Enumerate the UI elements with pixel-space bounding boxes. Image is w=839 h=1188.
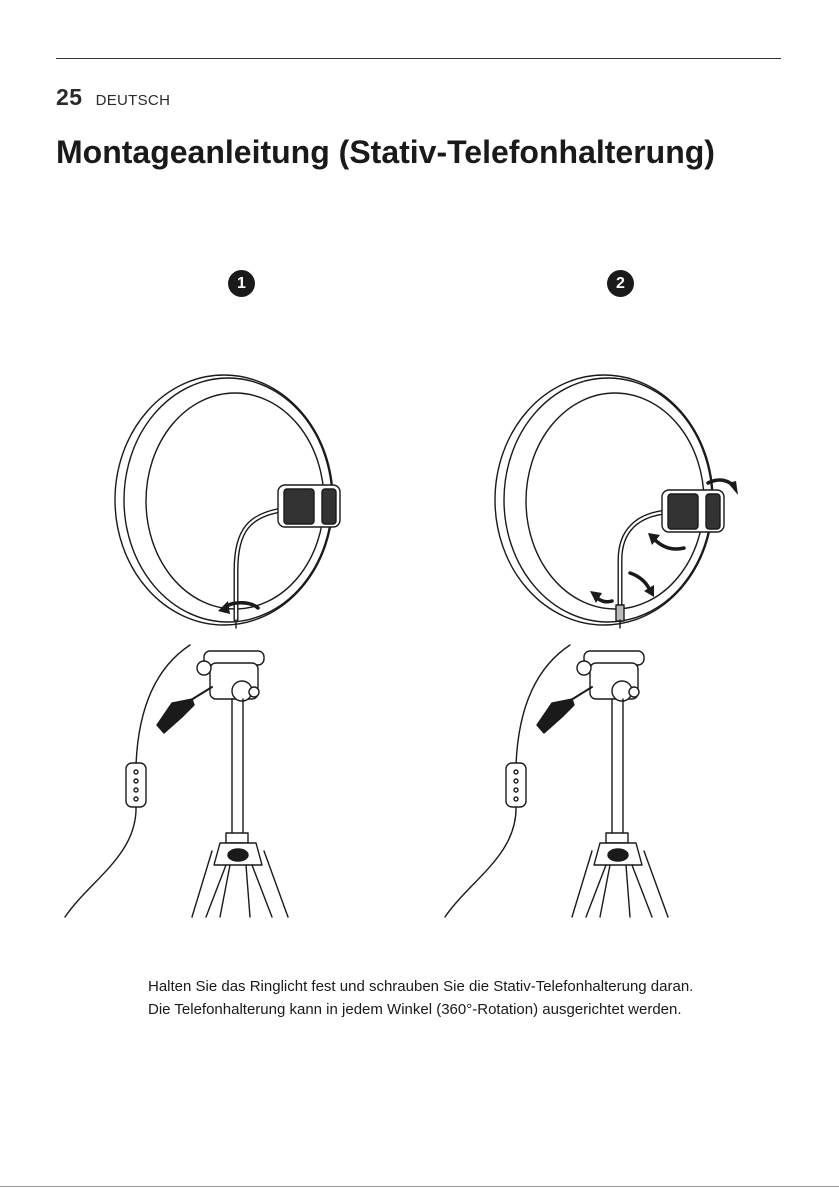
bottom-divider xyxy=(0,1186,839,1187)
page-title: Montageanleitung (Stativ-Telefonhalterun… xyxy=(56,134,715,171)
illustration-step-2 xyxy=(440,365,770,920)
language-label: DEUTSCH xyxy=(96,92,171,109)
step-1-badge: 1 xyxy=(228,270,255,297)
illustration-step-1 xyxy=(60,365,390,920)
page-header: 25 DEUTSCH xyxy=(56,84,170,111)
tripod-head xyxy=(157,651,264,733)
power-cable xyxy=(445,645,570,917)
tripod-head xyxy=(537,651,644,733)
center-pole xyxy=(226,699,248,843)
step-2-badge: 2 xyxy=(607,270,634,297)
phone-clamp xyxy=(662,490,724,532)
tripod-legs xyxy=(192,843,288,917)
top-divider xyxy=(56,58,781,59)
power-cable xyxy=(65,645,190,917)
phone-clamp xyxy=(278,485,340,527)
page-number: 25 xyxy=(56,84,83,111)
instruction-text: Halten Sie das Ringlicht fest und schrau… xyxy=(148,975,708,1021)
tripod-legs xyxy=(572,843,668,917)
center-pole xyxy=(606,699,628,843)
